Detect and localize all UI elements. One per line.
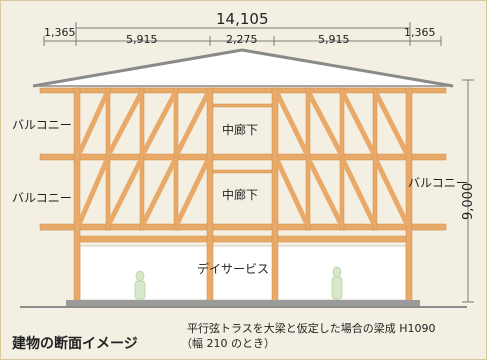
truss-diagonals-lower xyxy=(76,158,410,226)
person-figures xyxy=(134,266,343,300)
span-center-label: 2,275 xyxy=(226,33,258,46)
right-cantilever-label: 1,365 xyxy=(404,26,436,39)
ground-line xyxy=(20,306,467,308)
day-service-room xyxy=(79,245,407,301)
top-dimension-lines xyxy=(43,22,442,46)
diagram-caption: 建物の断面イメージ xyxy=(12,336,138,352)
beam-depth-note: 平行弦トラスを大梁と仮定した場合の梁成 H1090 xyxy=(187,322,436,335)
total-width-label: 14,105 xyxy=(216,10,269,28)
balcony-lower-label: バルコニー xyxy=(12,191,72,205)
left-cantilever-label: 1,365 xyxy=(44,26,76,39)
beam-width-note: （幅 210 のとき） xyxy=(181,337,275,350)
foundation xyxy=(20,300,467,308)
balcony-right-label: バルコニー xyxy=(408,176,468,190)
day-service-label: デイサービス xyxy=(197,262,270,276)
corridor-lower-label: 中廊下 xyxy=(222,188,259,202)
corridor-upper-label: 中廊下 xyxy=(222,123,259,137)
corridor-members xyxy=(212,103,273,174)
balcony-upper-label: バルコニー xyxy=(12,118,72,132)
span-left-label: 5,915 xyxy=(126,33,158,46)
truss-posts xyxy=(73,87,413,303)
truss-diagonals-upper xyxy=(76,91,410,156)
person-figure-left xyxy=(135,270,145,282)
height-dimension-line xyxy=(462,79,474,303)
truss-chords xyxy=(39,87,447,243)
roof xyxy=(32,48,454,88)
person-figure-right xyxy=(332,266,342,278)
span-right-label: 5,915 xyxy=(318,33,350,46)
